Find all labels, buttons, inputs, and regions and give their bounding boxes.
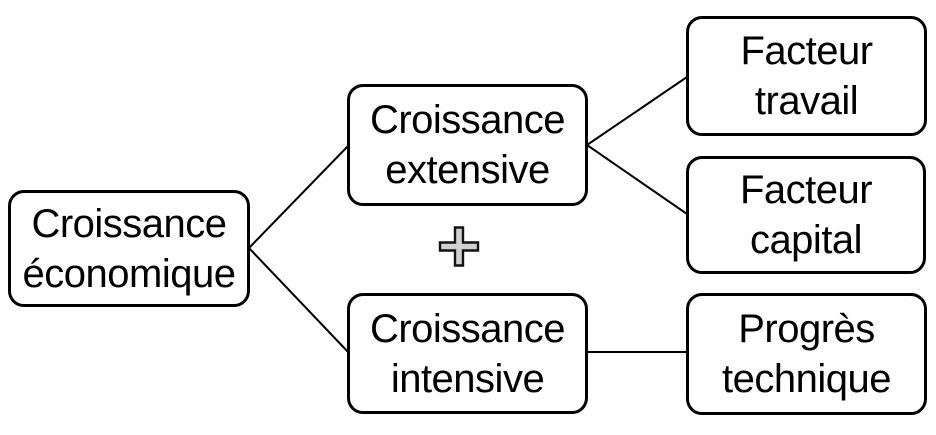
node-label-line: Facteur xyxy=(740,29,873,73)
node-label-line: travail xyxy=(754,79,859,123)
node-label-line: Croissance xyxy=(31,201,227,246)
node-croissance-extensive: Croissance extensive xyxy=(347,84,588,206)
node-croissance-economique: Croissance économique xyxy=(8,190,250,307)
plus-operator-icon xyxy=(438,226,480,267)
node-label-line: technique xyxy=(722,357,891,401)
node-label-line: intensive xyxy=(390,356,545,401)
node-label-line: capital xyxy=(749,218,863,262)
connector-extensive-travail xyxy=(586,76,688,146)
node-label-line: Croissance xyxy=(369,98,566,142)
node-label-line: extensive xyxy=(385,148,550,192)
connector-economique-extensive xyxy=(248,145,349,249)
node-label-line: Progrès xyxy=(738,307,875,351)
node-progres-technique: Progrès technique xyxy=(686,293,927,415)
connector-extensive-capital xyxy=(586,144,688,215)
node-label-line: Croissance xyxy=(369,306,566,351)
node-facteur-travail: Facteur travail xyxy=(686,16,927,136)
connector-economique-intensive xyxy=(248,247,350,354)
node-croissance-intensive: Croissance intensive xyxy=(347,293,588,414)
node-label-line: économique xyxy=(22,251,236,296)
node-label-line: Facteur xyxy=(739,168,873,212)
node-facteur-capital: Facteur capital xyxy=(686,156,926,274)
